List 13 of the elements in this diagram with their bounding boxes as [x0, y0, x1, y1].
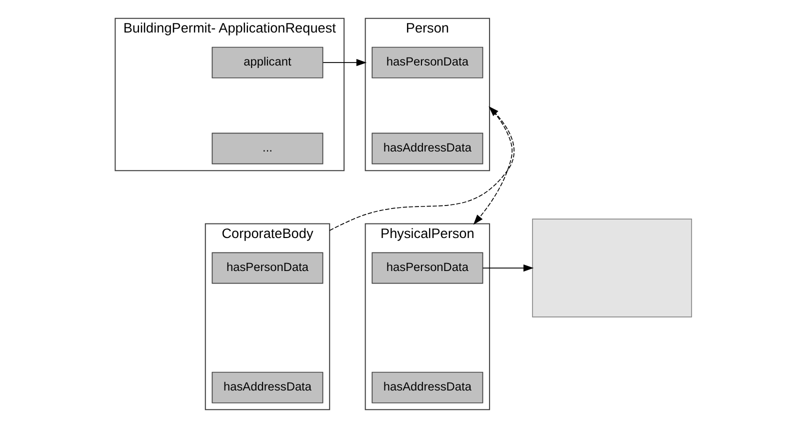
- node-box: applicant: [212, 46, 324, 78]
- node-box: hasAddressData: [372, 372, 484, 404]
- node-box: hasAddressData: [212, 372, 324, 404]
- node-box: hasPersonData: [372, 46, 484, 78]
- node-box: hasPersonData: [212, 252, 324, 284]
- node-box: [532, 218, 692, 318]
- node-box: ...: [212, 132, 324, 164]
- arrow: [329, 106, 514, 231]
- node-box: hasPersonData: [372, 252, 484, 284]
- arrow: [322, 59, 367, 66]
- arrow: [473, 106, 513, 225]
- arrow: [482, 264, 534, 272]
- node-box: hasAddressData: [372, 132, 484, 164]
